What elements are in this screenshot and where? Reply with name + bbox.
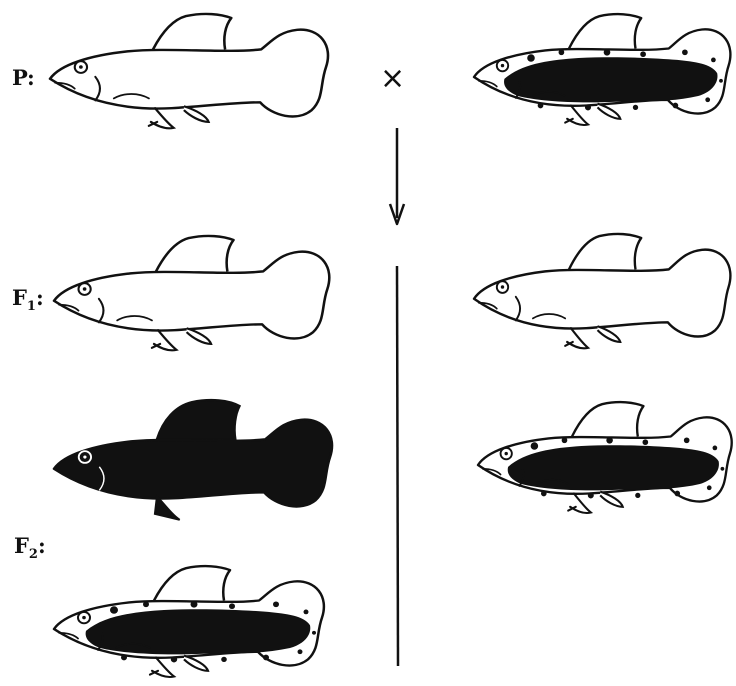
fish-p-male-spotted: [474, 14, 730, 125]
arrow-down-icon: [390, 128, 404, 224]
label-f2: F2:: [14, 533, 46, 562]
fish-f2-black: [54, 400, 332, 520]
fish-f2-spotted-right: [478, 402, 732, 513]
fish-p-female-plain: [50, 14, 328, 128]
cross-symbol: ×: [380, 61, 405, 96]
label-f1: F1:: [12, 285, 44, 314]
fish-f1-female-plain: [54, 236, 329, 350]
fish-f1-male-plain: [474, 234, 730, 348]
divider-line: [397, 266, 398, 666]
fish-f2-spotted-left: [54, 566, 324, 677]
label-p: P:: [12, 65, 35, 90]
